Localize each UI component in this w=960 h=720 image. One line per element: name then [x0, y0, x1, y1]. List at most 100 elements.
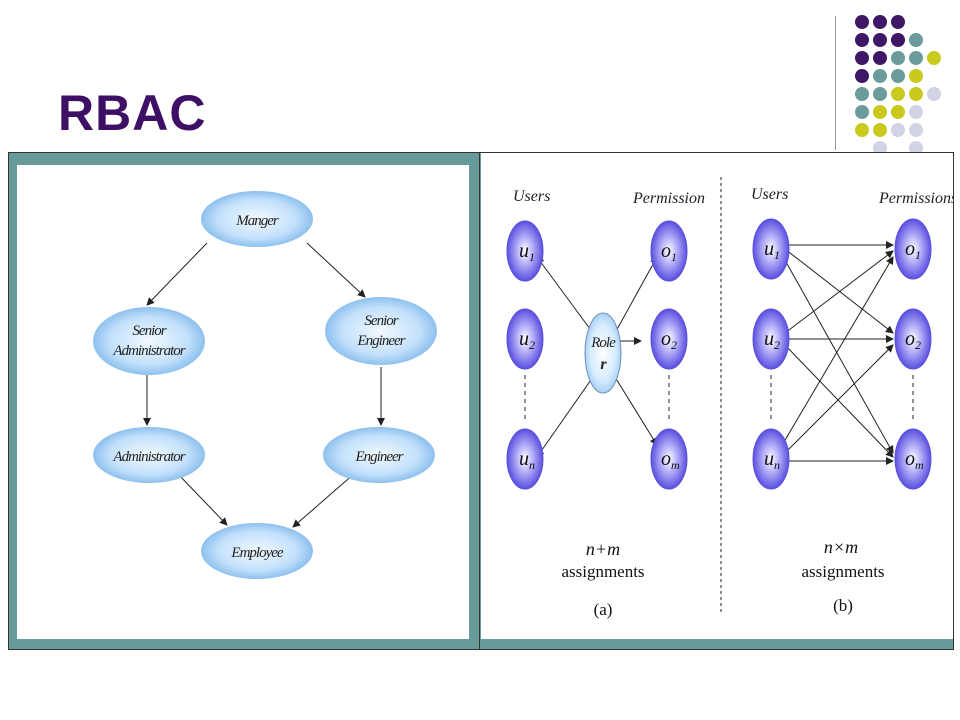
- svg-text:un: un: [764, 448, 780, 472]
- svg-text:om: om: [905, 448, 924, 472]
- diagram-a-perm-2-sub: 2: [671, 338, 677, 352]
- decor-dot: [873, 123, 887, 137]
- diagram-b-perm-node-1: o1: [894, 218, 932, 280]
- diagram-a-user-1-base: u: [519, 240, 529, 262]
- diagram-a-perm-1-base: o: [661, 240, 671, 262]
- decor-dot: [855, 87, 869, 101]
- diagram-b-users-header: Users: [751, 186, 788, 203]
- decor-dot: [873, 87, 887, 101]
- assignment-svg: Users Permission u1 u2: [506, 177, 957, 619]
- diagram-b-perm-m-sub: m: [915, 458, 924, 472]
- decor-dot: [909, 141, 923, 155]
- diagram-a-permission-header: Permission: [632, 190, 705, 207]
- diagram-b-caption: (b): [833, 596, 853, 615]
- assignment-diagrams: Users Permission u1 u2: [481, 153, 957, 639]
- diagram-b-user-2-base: u: [764, 328, 774, 350]
- diagram-a-perm-m-sub: m: [671, 458, 680, 472]
- diagram-a-role-node: Role r: [584, 312, 622, 394]
- node-senior-engineer-label-1: Senior: [364, 313, 398, 329]
- diagram-a-perm-node-2: o2: [650, 308, 688, 370]
- diagram-a-user-n-sub: n: [529, 458, 535, 472]
- diagram-b-perm-2-sub: 2: [915, 338, 921, 352]
- diagram-b-user-1-sub: 1: [774, 248, 780, 262]
- decor-dot: [873, 141, 887, 155]
- diagram-a-assignments: assignments: [561, 562, 644, 581]
- decor-dot: [855, 51, 869, 65]
- diagram-a-arrow-role-om: [614, 376, 658, 446]
- decor-dot-grid: [855, 15, 941, 155]
- decor-dot: [909, 69, 923, 83]
- diagram-b-formula: n×m: [824, 537, 858, 557]
- decor-vertical-line: [835, 16, 836, 150]
- edge-manager-senior-admin: [146, 242, 208, 306]
- node-employee: Employee: [201, 523, 313, 579]
- diagram-a-user-n-base: u: [519, 448, 529, 470]
- node-engineer: Engineer: [323, 427, 435, 483]
- decor-dot: [927, 51, 941, 65]
- decor-dot: [891, 123, 905, 137]
- diagram-b: Users Permissions: [751, 186, 957, 615]
- decor-dot: [891, 105, 905, 119]
- decor-dot: [855, 15, 869, 29]
- decor-dot: [891, 51, 905, 65]
- decor-dot: [891, 33, 905, 47]
- node-engineer-label: Engineer: [355, 449, 404, 465]
- diagram-a-user-2-base: u: [519, 328, 529, 350]
- node-manager: Manger: [201, 191, 313, 247]
- svg-text:o2: o2: [661, 328, 677, 352]
- diagram-a-user-1-sub: 1: [529, 250, 535, 264]
- node-administrator-label: Administrator: [112, 449, 185, 465]
- edge-manager-senior-engineer: [306, 242, 366, 298]
- node-employee-label: Employee: [230, 545, 283, 561]
- role-hierarchy-diagram: Manger Senior Administrator Senior Engin…: [17, 165, 469, 639]
- diagram-a-users-header: Users: [513, 188, 550, 205]
- edge-admin-employee: [176, 472, 228, 526]
- diagram-a-role-label-2: r: [600, 356, 607, 373]
- diagram-b-perm-node-m: om: [894, 428, 932, 490]
- diagram-a-role-label-1: Role: [590, 335, 616, 351]
- node-senior-administrator-label-1: Senior: [132, 323, 166, 339]
- diagram-b-assignment-edges: [780, 241, 894, 465]
- diagram-a-perm-2-base: o: [661, 328, 671, 350]
- decor-dot: [855, 123, 869, 137]
- diagram-a: Users Permission u1 u2: [506, 188, 705, 619]
- node-manager-label: Manger: [235, 213, 279, 229]
- decor-dot: [927, 87, 941, 101]
- diagram-b-perm-1-base: o: [905, 238, 915, 260]
- diagram-b-user-n-sub: n: [774, 458, 780, 472]
- diagram-b-user-node-n: un: [752, 428, 790, 490]
- diagram-b-perm-1-sub: 1: [915, 248, 921, 262]
- diagram-a-arrow-role-un: [536, 376, 594, 458]
- svg-text:o1: o1: [905, 238, 921, 262]
- diagram-a-perm-m-base: o: [661, 448, 671, 470]
- diagram-b-perm-node-2: o2: [894, 308, 932, 370]
- decor-dot: [873, 51, 887, 65]
- svg-text:u2: u2: [764, 328, 780, 352]
- diagram-a-caption: (a): [594, 600, 613, 619]
- diagram-a-user-node-1: u1: [506, 220, 544, 282]
- decor-dot: [891, 87, 905, 101]
- diagram-a-perm-1-sub: 1: [671, 250, 677, 264]
- edge-b-un-o1: [780, 256, 894, 448]
- svg-text:om: om: [661, 448, 680, 472]
- edge-engineer-employee: [292, 472, 356, 528]
- svg-text:u2: u2: [519, 328, 535, 352]
- decor-dot: [855, 33, 869, 47]
- decor-dot: [909, 87, 923, 101]
- diagram-b-assignments: assignments: [801, 562, 884, 581]
- svg-text:un: un: [519, 448, 535, 472]
- decor-dot: [891, 69, 905, 83]
- panel-divider: [479, 153, 480, 649]
- edge-b-u1-om: [780, 252, 894, 454]
- node-administrator: Administrator: [93, 427, 205, 483]
- diagram-b-user-node-2: u2: [752, 308, 790, 370]
- diagram-b-permissions-header: Permissions: [878, 190, 953, 207]
- edge-b-u2-om: [784, 344, 894, 458]
- diagram-a-perm-node-1: o1: [650, 220, 688, 282]
- diagram-b-user-n-base: u: [764, 448, 774, 470]
- node-senior-administrator: Senior Administrator: [93, 307, 205, 375]
- decor-dot: [855, 105, 869, 119]
- svg-text:u1: u1: [764, 238, 780, 262]
- decor-dot: [909, 33, 923, 47]
- diagram-b-perm-m-base: o: [905, 448, 915, 470]
